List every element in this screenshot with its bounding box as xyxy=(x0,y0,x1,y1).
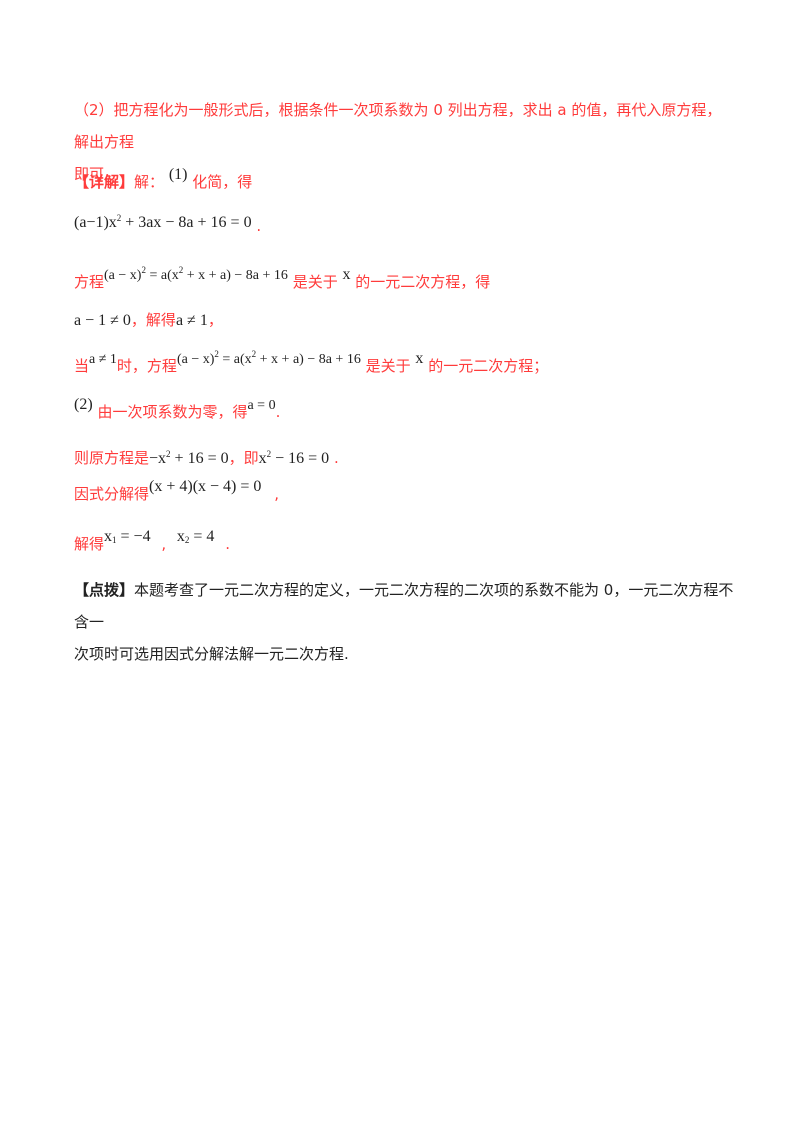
solution-intro: 解： xyxy=(134,173,165,191)
original-period: . xyxy=(333,449,339,467)
analysis-part2-line2: 即可. xyxy=(74,165,109,183)
tip-line2: 次项时可选用因式分解法解一元二次方程. xyxy=(74,645,349,663)
a-value: a = 0 xyxy=(247,398,276,413)
simplify-text: 化简，得 xyxy=(192,173,253,191)
equation-prefix: 方程 xyxy=(74,273,105,291)
tip-label: 【点拨】 xyxy=(74,581,135,599)
condition-result: a ≠ 1 xyxy=(175,312,208,329)
quadratic-suffix-1: 的一元二次方程，得 xyxy=(355,273,491,291)
when-suffix: 时，方程 xyxy=(116,357,177,375)
original-equation-2: (a − x)2 = a(x2 + x + a) − 8a + 16 xyxy=(176,349,361,367)
equiv-text: ，即 xyxy=(228,449,259,467)
original-equation: (a − x)2 = a(x2 + x + a) − 8a + 16 xyxy=(104,265,288,283)
condition-expr: a − 1 ≠ 0 xyxy=(74,312,131,329)
when-line: 当a ≠ 1时，方程(a − x)2 = a(x2 + x + a) − 8a … xyxy=(74,349,549,378)
tip-line1: 【点拨】本题考查了一元二次方程的定义，一元二次方程的二次项的系数不能为 0，一元… xyxy=(74,574,734,638)
root-1: x1 = −4 xyxy=(104,528,151,545)
part2-line: (2) 由一次项系数为零，得a = 0. xyxy=(74,396,281,424)
factored-eq: (x + 4)(x − 4) = 0 xyxy=(149,478,262,495)
comma-2: ， xyxy=(207,311,223,329)
solve-text: 解得 xyxy=(145,311,176,329)
general-form-line: (a−1)x2 + 3ax − 8a + 16 = 0 . xyxy=(74,208,262,235)
solution-label: 【详解】 xyxy=(74,173,135,191)
factor-line: 因式分解得(x + 4)(x − 4) = 0 , xyxy=(74,478,279,505)
part1-marker: (1) xyxy=(168,166,188,183)
quadratic-suffix-2: 的一元二次方程； xyxy=(428,357,549,375)
original-equation-line: 则原方程是−x2 + 16 = 0，即x2 − 16 = 0 . xyxy=(74,444,339,469)
simplified-eq: x2 − 16 = 0 xyxy=(258,449,330,467)
quadratic-condition-line: 方程(a − x)2 = a(x2 + x + a) − 8a + 16 是关于… xyxy=(74,265,491,294)
var-x-2: x xyxy=(415,350,424,367)
part2-period: . xyxy=(275,403,281,421)
var-x: x xyxy=(342,266,351,283)
general-form-equation: (a−1)x2 + 3ax − 8a + 16 = 0 xyxy=(74,213,252,231)
original-prefix: 则原方程是 xyxy=(74,449,150,467)
factor-end: , xyxy=(274,485,279,503)
analysis-part2-line1: （2）把方程化为一般形式后，根据条件一次项系数为 0 列出方程，求出 a 的值，… xyxy=(74,101,722,151)
condition-line: a − 1 ≠ 0，解得a ≠ 1， xyxy=(74,310,223,331)
analysis-part2: （2）把方程化为一般形式后，根据条件一次项系数为 0 列出方程，求出 a 的值，… xyxy=(74,94,734,190)
general-form-end: . xyxy=(256,217,262,235)
roots-end: . xyxy=(225,535,230,553)
tip-text-1: 本题考查了一元二次方程的定义，一元二次方程的二次项的系数不能为 0，一元二次方程… xyxy=(74,581,734,631)
part2-marker: (2) xyxy=(74,396,93,413)
original-eq: −x2 + 16 = 0 xyxy=(149,449,229,467)
root-2: x2 = 4 xyxy=(176,528,215,545)
comma-1: ， xyxy=(130,311,146,329)
when-text: 当 xyxy=(74,357,90,375)
roots-line: 解得x1 = −4 , x2 = 4 . xyxy=(74,528,230,558)
roots-text: 解得 xyxy=(74,535,105,553)
is-quadratic-text-2: 是关于 xyxy=(365,357,411,375)
root-sep: , xyxy=(161,535,167,553)
part2-text: 由一次项系数为零，得 xyxy=(97,403,248,421)
tip-section: 【点拨】本题考查了一元二次方程的定义，一元二次方程的二次项的系数不能为 0，一元… xyxy=(74,574,734,670)
factor-text: 因式分解得 xyxy=(74,485,150,503)
is-quadratic-text: 是关于 xyxy=(292,273,338,291)
solution-heading: 【详解】解： (1) 化简，得 xyxy=(74,166,253,193)
when-value: a ≠ 1 xyxy=(89,352,117,367)
